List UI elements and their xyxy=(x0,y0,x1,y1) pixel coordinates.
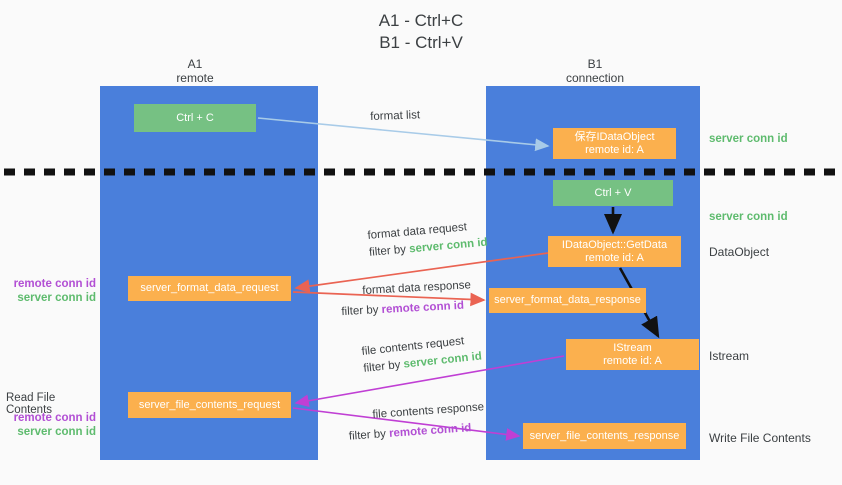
note-istream: Istream xyxy=(709,349,750,363)
box-server-file-contents-response-label: server_file_contents_response xyxy=(529,429,680,442)
label-format-list: format list xyxy=(370,108,420,125)
note-write-file-contents: Write File Contents xyxy=(709,431,811,445)
box-ctrl-c[interactable]: Ctrl + C xyxy=(134,104,256,132)
box-istream[interactable]: IStream remote id: A xyxy=(566,339,699,370)
note-conn-id-group-top: remote conn id server conn id xyxy=(8,277,96,305)
box-idataobject-getdata-line1: IDataObject::GetData xyxy=(561,238,668,251)
box-idataobject-getdata-line2: remote id: A xyxy=(585,251,644,264)
label-format-data-response: format data response filter by remote co… xyxy=(341,278,472,319)
filter-prefix-1: filter by xyxy=(368,243,410,259)
box-server-format-data-response-label: server_format_data_response xyxy=(494,294,641,306)
box-ctrl-c-label: Ctrl + C xyxy=(176,111,214,124)
note-server-conn-id-1: server conn id xyxy=(17,292,96,304)
label-file-contents-request: file contents request filter by server c… xyxy=(361,333,483,377)
note-dataobject: DataObject xyxy=(709,245,770,259)
note-server-conn-id-2: server conn id xyxy=(17,426,96,438)
box-save-idataobject-line2: remote id: A xyxy=(585,143,644,156)
box-server-format-data-request[interactable]: server_format_data_request xyxy=(128,276,291,301)
label-file-contents-response-filter: filter by remote conn id xyxy=(348,420,486,445)
label-format-list-text: format list xyxy=(370,109,421,123)
label-format-data-request: format data request filter by server con… xyxy=(367,219,488,261)
box-save-idataobject-line1: 保存IDataObject xyxy=(574,130,655,143)
box-server-format-data-request-label: server_format_data_request xyxy=(140,282,279,294)
column-header-a1: A1 remote xyxy=(176,57,214,85)
label-format-data-response-text: format data response xyxy=(362,279,472,297)
label-file-contents-response-text: file contents response xyxy=(372,401,485,421)
box-server-file-contents-request[interactable]: server_file_contents_request xyxy=(128,392,291,418)
note-server-conn-id-mid: server conn id xyxy=(709,211,788,223)
box-server-file-contents-request-label: server_file_contents_request xyxy=(138,398,281,411)
box-ctrl-v[interactable]: Ctrl + V xyxy=(553,180,673,206)
note-remote-conn-id-2: remote conn id xyxy=(13,412,96,424)
note-remote-conn-id-1: remote conn id xyxy=(13,278,96,290)
label-file-contents-response: file contents response filter by remote … xyxy=(349,400,486,443)
filter-value-2: remote conn id xyxy=(381,299,465,316)
box-idataobject-getdata[interactable]: IDataObject::GetData remote id: A xyxy=(548,236,681,267)
filter-value-1: server conn id xyxy=(408,236,489,256)
filter-value-4: remote conn id xyxy=(388,422,472,440)
box-save-idataobject[interactable]: 保存IDataObject remote id: A xyxy=(553,128,676,159)
box-server-file-contents-response[interactable]: server_file_contents_response xyxy=(523,423,686,449)
filter-prefix-4: filter by xyxy=(348,427,390,443)
filter-prefix-3: filter by xyxy=(362,358,405,375)
note-conn-id-group-bottom: remote conn id server conn id xyxy=(8,411,96,439)
diagram-title: A1 - Ctrl+C B1 - Ctrl+V xyxy=(378,11,464,52)
box-istream-line1: IStream xyxy=(613,341,652,354)
column-header-b1: B1 connection xyxy=(565,57,625,85)
box-server-format-data-response[interactable]: server_format_data_response xyxy=(489,288,646,313)
note-read-file-contents: Read File Contents xyxy=(6,392,56,416)
filter-prefix-2: filter by xyxy=(341,304,382,319)
box-istream-line2: remote id: A xyxy=(603,354,662,367)
note-server-conn-id-top: server conn id xyxy=(709,133,788,145)
box-ctrl-v-label: Ctrl + V xyxy=(594,186,632,199)
label-format-data-response-filter: filter by remote conn id xyxy=(341,298,472,320)
